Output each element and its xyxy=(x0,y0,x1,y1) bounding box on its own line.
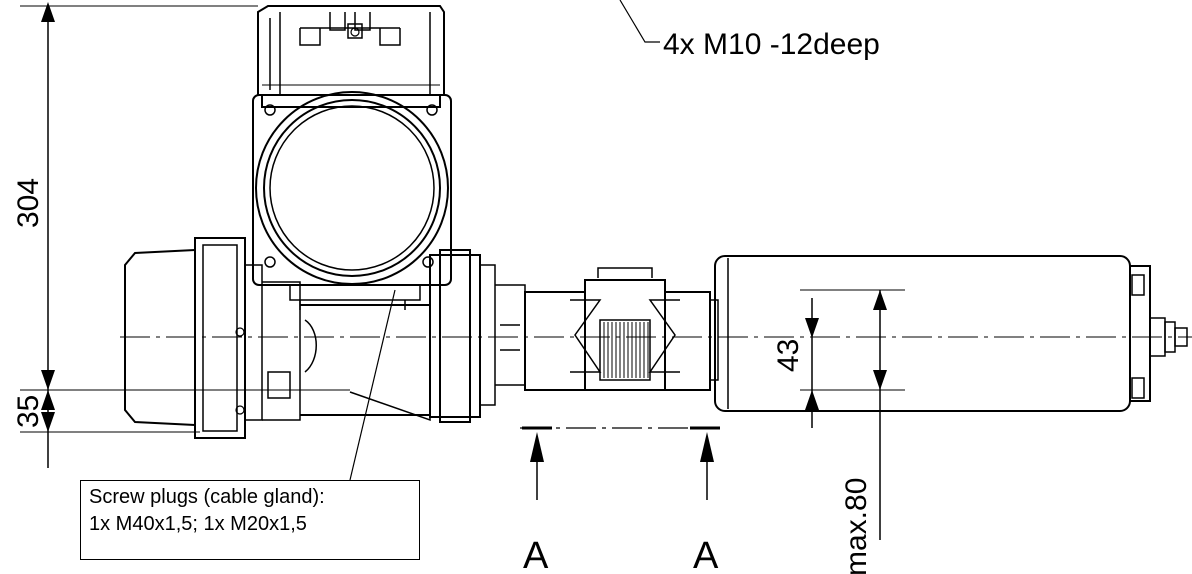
dim-35-label: 35 xyxy=(12,395,45,428)
dimension-35 xyxy=(20,390,200,468)
left-housing xyxy=(124,237,317,439)
note-leader-line xyxy=(349,289,396,481)
actuator-head xyxy=(252,5,452,310)
right-cylinder xyxy=(714,255,1188,412)
dim-max80-label: max.80 xyxy=(840,478,873,574)
dimension-304 xyxy=(20,2,350,391)
coupling-section xyxy=(524,267,719,391)
valve-body xyxy=(300,249,526,423)
dim-304-label: 304 xyxy=(12,178,45,228)
dimension-max80 xyxy=(873,290,887,540)
callout-leader-line xyxy=(619,0,660,43)
note-line-2: 1x M40x1,5; 1x M20x1,5 xyxy=(89,513,307,535)
section-marker-a xyxy=(520,426,720,500)
section-label-right: A xyxy=(693,535,719,574)
thread-callout: 4x M10 -12deep xyxy=(663,28,880,61)
dim-43-label: 43 xyxy=(772,339,805,372)
dimension-43 xyxy=(800,289,905,428)
section-label-left: A xyxy=(523,535,549,574)
note-line-1: Screw plugs (cable gland): xyxy=(89,486,325,508)
screw-plugs-note: Screw plugs (cable gland): 1x M40x1,5; 1… xyxy=(80,480,420,560)
